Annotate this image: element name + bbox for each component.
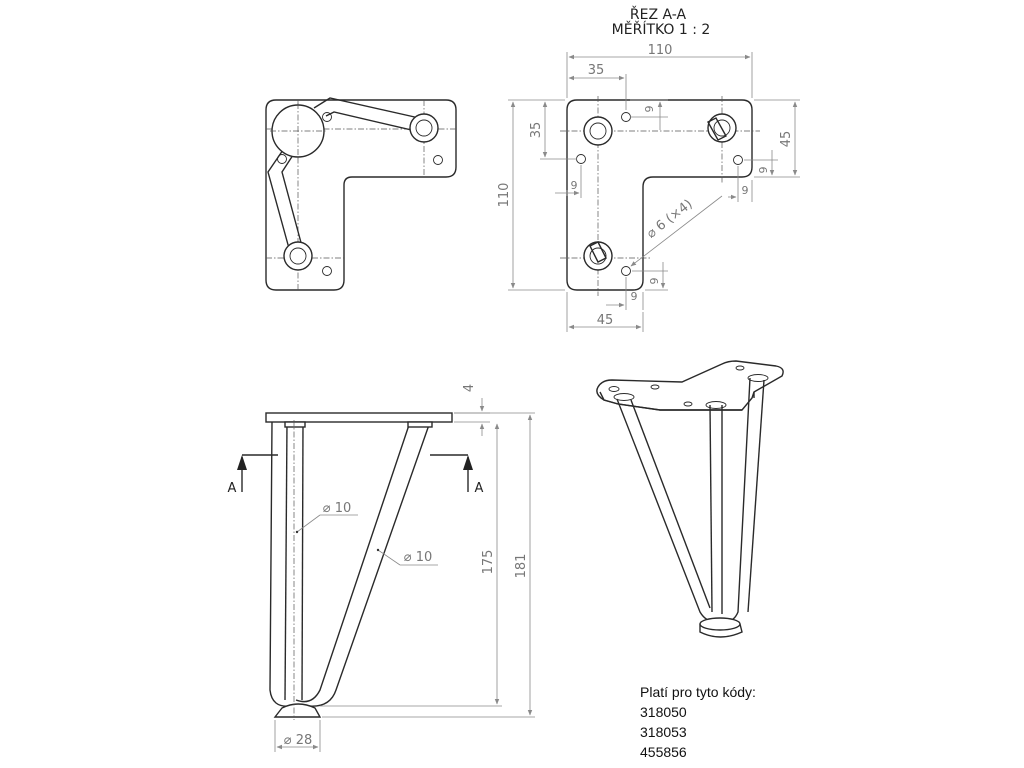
dim-arm-width-bottom: 45	[597, 313, 614, 328]
section-mark-left: A	[228, 481, 237, 496]
dim-hole-offset-x: 35	[588, 63, 605, 78]
dim-hole-edge-bottom-h: 9	[631, 290, 638, 303]
dim-hole-edge-right-h: 9	[742, 184, 749, 197]
dim-hole-edge-bottom-v: 9	[648, 278, 661, 285]
dim-plate-height: 110	[497, 183, 512, 208]
dim-hole-edge-right-v: 9	[757, 167, 770, 174]
leg-isometric-view	[596, 360, 784, 638]
dim-leg-height: 175	[481, 550, 496, 575]
dim-hole-diameter: ⌀ 6 (×4)	[644, 197, 696, 242]
code-item: 455856	[640, 744, 687, 760]
code-item: 318053	[640, 724, 687, 740]
dim-rod-diameter-1: ⌀ 10	[323, 501, 352, 516]
scale-label: MĚŘÍTKO 1 : 2	[612, 21, 711, 38]
applicable-codes: Platí pro tyto kódy: 318050 318053 45585…	[640, 682, 840, 762]
code-item: 318050	[640, 704, 687, 720]
dim-plate-thickness: 4	[462, 384, 477, 392]
section-title: ŘEZ A-A	[630, 6, 687, 23]
plate-section-view	[508, 52, 800, 332]
dim-hole-edge-top: 9	[643, 106, 656, 113]
dim-foot-diameter: ⌀ 28	[284, 733, 313, 748]
dim-rod-diameter-2: ⌀ 10	[404, 550, 433, 565]
dim-arm-width-right: 45	[779, 131, 794, 148]
dim-total-height: 181	[514, 554, 529, 579]
dim-hole-edge-left: 9	[571, 179, 578, 192]
codes-heading: Platí pro tyto kódy:	[640, 684, 756, 700]
dim-plate-width: 110	[648, 43, 673, 58]
plate-top-view	[265, 97, 457, 291]
leg-side-view	[237, 398, 535, 752]
section-mark-right: A	[475, 481, 484, 496]
dim-hole-offset-y: 35	[529, 122, 544, 139]
